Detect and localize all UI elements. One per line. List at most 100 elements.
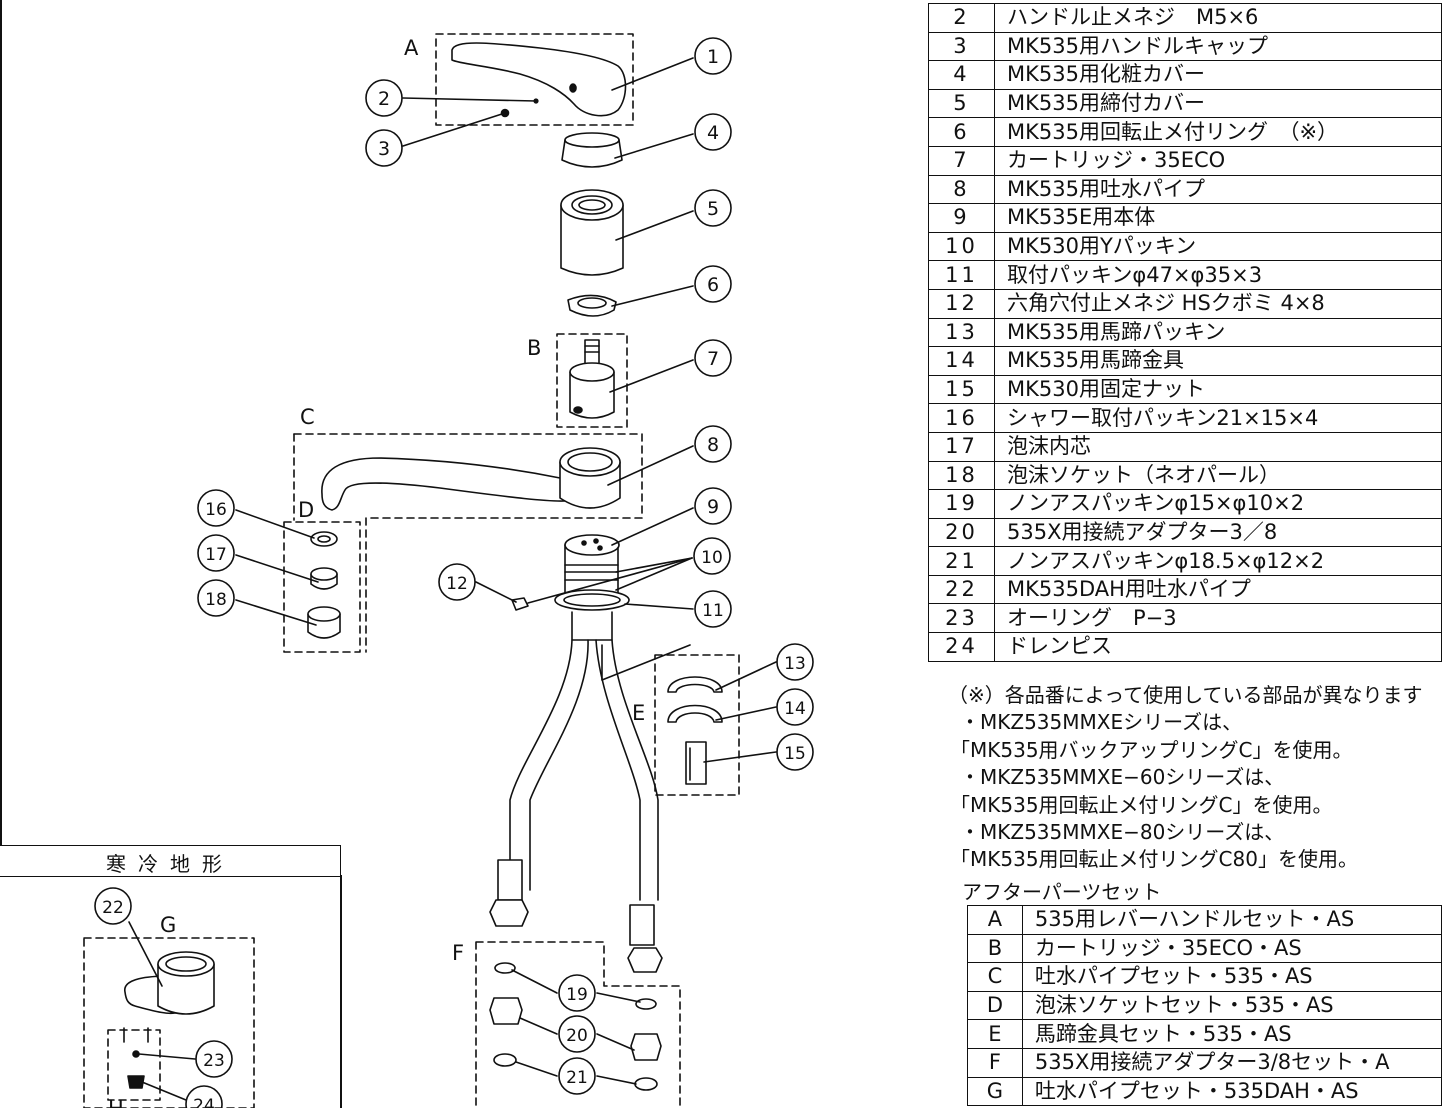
group-d-box bbox=[283, 521, 361, 653]
parts-row-name: オーリング P−3 bbox=[993, 603, 1442, 634]
hex-screw bbox=[511, 597, 529, 611]
group-b-box bbox=[556, 333, 628, 428]
after-parts-row-name: 535X用接続アダプター3/8セット・A bbox=[1021, 1047, 1442, 1078]
parts-row-name: カートリッジ・35ECO bbox=[993, 145, 1442, 176]
parts-row-name: 泡沫ソケット（ネオパール） bbox=[993, 460, 1442, 491]
cold-region-header bbox=[0, 845, 341, 877]
callout-13: 13 bbox=[784, 654, 806, 674]
after-parts-row-number: C bbox=[967, 962, 1023, 992]
after-parts-row-name: 535用レバーハンドルセット・AS bbox=[1021, 905, 1442, 935]
parts-row-name: MK535用ハンドルキャップ bbox=[993, 31, 1442, 62]
parts-row-number: 15 bbox=[928, 374, 995, 405]
callout-16: 16 bbox=[205, 500, 227, 520]
after-parts-row-name: カートリッジ・35ECO・AS bbox=[1021, 933, 1442, 964]
callout-circle bbox=[694, 37, 732, 75]
group-c-box bbox=[293, 433, 643, 653]
parts-row-number: 24 bbox=[928, 632, 995, 662]
callout-10: 10 bbox=[701, 548, 723, 568]
callout-3: 3 bbox=[378, 138, 390, 160]
parts-row-name: MK535DAH用吐水パイプ bbox=[993, 574, 1442, 605]
parts-row-number: 22 bbox=[928, 574, 995, 605]
note-line-4: 「MK535用回転止メ付リングC」を使用。 bbox=[950, 792, 1333, 817]
parts-row-number: 4 bbox=[928, 60, 995, 90]
parts-row-number: 13 bbox=[928, 317, 995, 348]
after-parts-row-number: B bbox=[967, 933, 1023, 964]
callout-20: 20 bbox=[566, 1026, 588, 1046]
hot-hose bbox=[509, 639, 589, 891]
cold-region-rule bbox=[340, 875, 342, 1108]
callout-17: 17 bbox=[205, 545, 227, 565]
left-border-rule bbox=[0, 0, 2, 845]
group-e-box bbox=[654, 654, 740, 796]
hose-nut-left bbox=[489, 899, 529, 927]
parts-row-name: MK535用回転止メ付リング （※） bbox=[993, 117, 1442, 147]
group-label-e: E bbox=[632, 701, 645, 725]
parts-row-name: 六角穴付止メネジ HSクボミ 4×8 bbox=[993, 288, 1442, 319]
parts-notes: （※）各品番によって使用している部品が異なります ・MKZ535MMXEシリーズ… bbox=[948, 682, 1423, 874]
group-label-d: D bbox=[298, 498, 314, 522]
note-line-2: 「MK535用バックアップリングC」を使用。 bbox=[950, 737, 1353, 762]
group-h-box bbox=[107, 1029, 161, 1101]
tightening-cover bbox=[560, 204, 624, 276]
callout-5: 5 bbox=[707, 198, 719, 220]
hose-braid-right bbox=[629, 904, 655, 946]
after-parts-row-number: G bbox=[967, 1076, 1023, 1107]
callout-14: 14 bbox=[784, 699, 806, 719]
cold-region-title: 寒冷地形 bbox=[106, 852, 234, 876]
parts-row-name: シャワー取付パッキン21×15×4 bbox=[993, 403, 1442, 433]
callout-4: 4 bbox=[707, 122, 719, 144]
after-parts-row-name: 馬蹄金具セット・535・AS bbox=[1021, 1019, 1442, 1049]
callout-6: 6 bbox=[707, 274, 719, 296]
parts-row-number: 19 bbox=[928, 489, 995, 519]
spout-pipe bbox=[321, 457, 573, 511]
parts-row-number: 9 bbox=[928, 203, 995, 233]
hose-nut-right bbox=[627, 947, 663, 973]
parts-row-number: 17 bbox=[928, 431, 995, 462]
callout-18: 18 bbox=[205, 590, 227, 610]
group-a-box bbox=[435, 33, 634, 126]
hose-braid-left bbox=[497, 859, 523, 901]
parts-row-number: 7 bbox=[928, 145, 995, 176]
callout-7: 7 bbox=[707, 348, 719, 370]
after-parts-row-name: 吐水パイプセット・535DAH・AS bbox=[1021, 1076, 1442, 1107]
callout-21: 21 bbox=[566, 1068, 588, 1088]
callout-9: 9 bbox=[707, 496, 719, 518]
drain-screw bbox=[127, 1075, 145, 1089]
horseshoe-bracket bbox=[667, 704, 723, 723]
parts-row-name: MK535用締付カバー bbox=[993, 88, 1442, 119]
group-f-box bbox=[475, 941, 681, 1108]
callout-22: 22 bbox=[102, 898, 124, 918]
group-label-a: A bbox=[404, 36, 419, 60]
after-parts-row-number: D bbox=[967, 990, 1023, 1021]
fixing-nut bbox=[685, 741, 707, 785]
parts-row-name: MK530用固定ナット bbox=[993, 374, 1442, 405]
callout-1: 1 bbox=[707, 46, 719, 68]
parts-row-name: MK535用馬蹄パッキン bbox=[993, 317, 1442, 348]
callout-23: 23 bbox=[203, 1051, 225, 1071]
